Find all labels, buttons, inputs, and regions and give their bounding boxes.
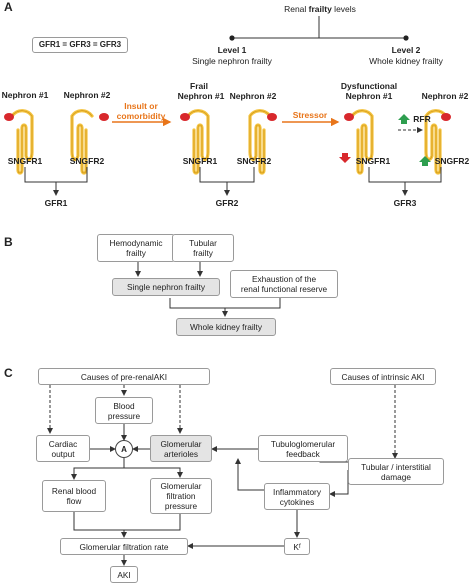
group2-gfr-label: GFR2 [215,198,239,208]
aki-text: AKI [117,569,131,580]
group1-nephron1-label: Nephron #1 [1,90,49,100]
group3-rfr-label: RFR [413,114,431,124]
group2-nephron1-label: Nephron #1 [177,91,225,101]
level2-title: Level 2 [391,45,421,55]
group3-gfr-label: GFR3 [393,198,417,208]
panel-c-letter: C [4,366,13,380]
blood-pressure-line2: pressure [107,410,141,421]
inflammatory-line1: Inflammatory [273,486,321,497]
inflammatory-cytokines-box: Inflammatory cytokines [264,483,330,510]
tubuloglomerular-feedback-box: Tubuloglomerular feedback [258,435,348,462]
frailty-title-bold: frailty [308,4,332,14]
whole-kidney-text: Whole kidney frailty [190,322,262,332]
gfp-line3: pressure [164,501,198,511]
group2-sngfr1-label: SNGFR1 [182,156,218,166]
tubular-frailty-box: Tubular frailty [172,234,234,262]
tubular-line1: Tubular [189,238,217,248]
level1-desc: Single nephron frailty [192,56,272,66]
damage-line2: damage [381,471,411,482]
tgf-line1: Tubuloglomerular [270,438,336,449]
kf-text: K [293,541,299,552]
sngfr2-up-arrow-icon [419,156,431,166]
inflammatory-line2: cytokines [279,496,315,507]
group1-nephron2-label: Nephron #2 [63,90,111,100]
whole-kidney-frailty-box: Whole kidney frailty [176,318,276,336]
renal-blood-flow-box: Renal blood flow [42,480,106,512]
kf-subscript: f [298,543,301,550]
single-nephron-frailty-box: Single nephron frailty [112,278,220,296]
group2-connector [199,167,255,196]
nephron-illustration-group2 [180,109,277,175]
tgf-line2: feedback [286,448,320,459]
group1-gfr-label: GFR1 [44,198,68,208]
group3-dysfunctional-label: Dysfunctional [340,81,398,91]
node-a-label: A [121,444,127,454]
group2-nephron2-label: Nephron #2 [229,91,277,101]
group1-sngfr1-label: SNGFR1 [7,156,43,166]
sngfr1-down-arrow-icon [339,153,351,163]
group3-sngfr1-label: SNGFR1 [355,156,391,166]
arterioles-line2: arterioles [163,448,199,459]
exhaustion-line2: renal functional reserve [240,284,328,294]
panel-b-letter: B [4,235,13,249]
stressor-label: Stressor [292,110,328,120]
group3-nephron2-label: Nephron #2 [421,91,469,101]
group2-frail-label: Frail [190,81,208,91]
causes-prerenal-text: Causes of pre-renalAKI [80,371,168,382]
hemodynamic-line1: Hemodynamic [109,238,163,248]
group3-sngfr2-label: SNGFR2 [434,156,470,166]
causes-prerenal-box: Causes of pre-renalAKI [38,368,210,385]
group3-connector [368,167,442,196]
damage-line1: Tubular / interstitial [361,461,431,472]
group1-sngfr2-label: SNGFR2 [69,156,105,166]
cardiac-line1: Cardiac [48,438,78,449]
glomerular-filtration-rate-box: Glomerular filtration rate [60,538,188,555]
cardiac-output-box: Cardiac output [36,435,90,462]
gfr-equation-box: GFR1 = GFR3 = GFR3 [32,37,128,53]
gfr-text: Glomerular filtration rate [79,541,169,552]
rbf-line1: Renal blood [51,486,97,496]
glomerular-filtration-pressure-box: Glomerular filtration pressure [150,478,212,514]
rbf-line2: flow [66,496,82,506]
panel-b-connectors [135,262,281,317]
arterioles-line1: Glomerular [160,438,202,449]
group1-connector [24,167,88,196]
level2-desc: Whole kidney frailty [369,56,443,66]
frailty-levels-title: Renal frailty levels [270,4,370,14]
group3-nephron1-label: Nephron #1 [345,91,393,101]
gfp-line1: Glomerular [160,481,202,491]
causes-intrinsic-text: Causes of intrinsic AKI [341,371,425,382]
insult-label-line1: Insult or [124,101,158,111]
nephron-illustration-group1 [4,109,109,175]
group2-sngfr2-label: SNGFR2 [236,156,272,166]
exhaustion-line1: Exhaustion of the [251,274,317,284]
frailty-title-prefix: Renal [284,4,309,14]
frailty-title-suffix: levels [331,4,356,14]
causes-intrinsic-box: Causes of intrinsic AKI [330,368,436,385]
insult-label-line2: comorbidity [116,111,166,121]
level1-title: Level 1 [217,45,247,55]
frailty-levels-bracket [229,16,409,41]
nephron-illustration-group3 [344,109,451,175]
single-nephron-text: Single nephron frailty [127,282,205,292]
glomerular-arterioles-box: Glomerular arterioles [150,435,212,462]
tubular-line2: frailty [193,248,213,258]
node-a-circle: A [115,440,133,458]
hemodynamic-line2: frailty [126,248,146,258]
tubular-damage-box: Tubular / interstitial damage [348,458,444,485]
cardiac-line2: output [51,448,75,459]
gfr-equation-text: GFR1 = GFR3 = GFR3 [38,40,122,49]
aki-box: AKI [110,566,138,583]
rfr-up-arrow-icon [398,114,410,124]
panel-a-letter: A [4,0,13,14]
exhaustion-rfr-box: Exhaustion of the renal functional reser… [230,270,338,298]
hemodynamic-frailty-box: Hemodynamic frailty [97,234,175,262]
blood-pressure-line1: Blood [113,400,135,411]
blood-pressure-box: Blood pressure [95,397,153,424]
gfp-line2: filtration [166,491,196,501]
